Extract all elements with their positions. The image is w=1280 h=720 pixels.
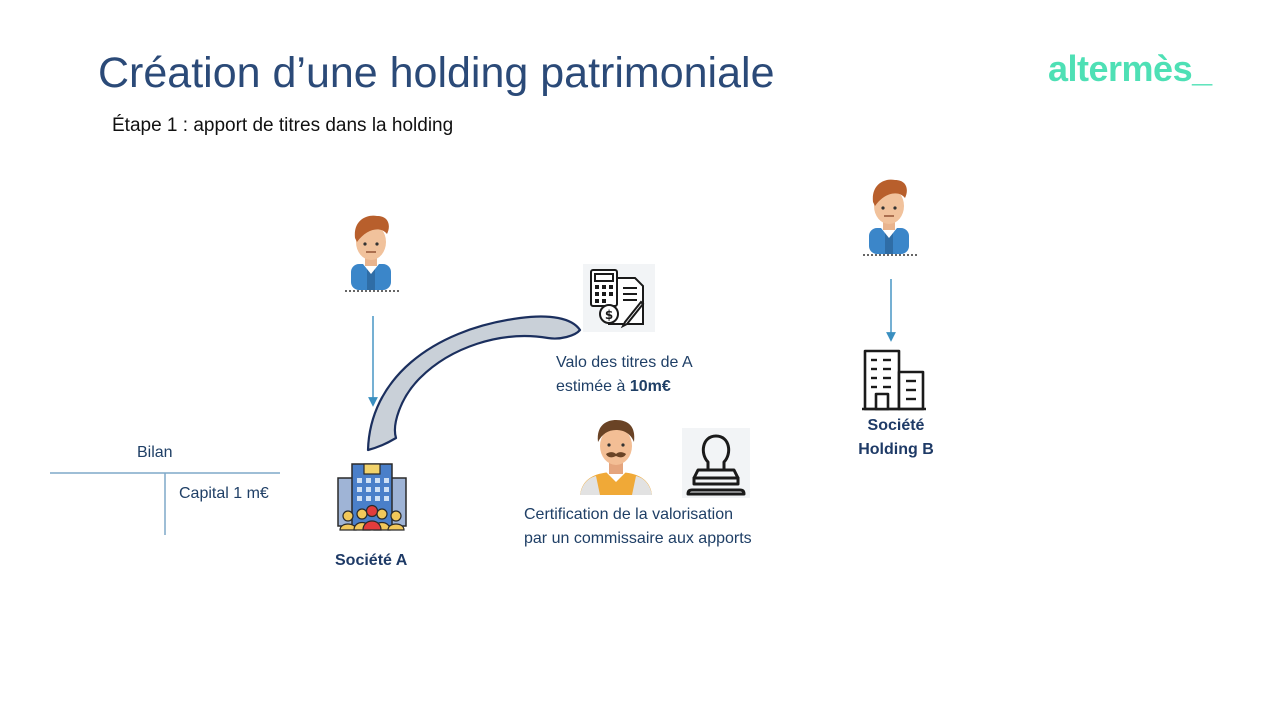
contribution-curve bbox=[366, 315, 582, 452]
altermes-logo: altermès_ bbox=[1048, 48, 1212, 89]
bilan-header: Bilan bbox=[137, 444, 173, 461]
certification-line1: Certification de la valorisation bbox=[524, 506, 733, 523]
valuation-text: Valo des titres de A estimée à 10m€ bbox=[556, 351, 693, 399]
man-mustache-icon bbox=[580, 420, 652, 495]
certification-text: Certification de la valorisation par un … bbox=[524, 503, 752, 551]
office-building-icon bbox=[862, 349, 926, 411]
valuation-amount: 10m€ bbox=[629, 378, 671, 395]
person-icon bbox=[345, 215, 401, 292]
company-building-people-icon bbox=[337, 463, 407, 531]
valuation-line2: estimée à 10m€ bbox=[556, 375, 693, 399]
valuation-line1: Valo des titres de A bbox=[556, 354, 693, 371]
valuation-prefix: estimée à bbox=[556, 378, 630, 395]
bilan-t-account bbox=[50, 472, 280, 535]
bilan-capital: Capital 1 m€ bbox=[179, 485, 269, 502]
page-title: Création d’une holding patrimoniale bbox=[98, 49, 775, 97]
holding-b-label-line2: Holding B bbox=[858, 441, 934, 458]
societe-a-label: Société A bbox=[335, 552, 408, 569]
stamp-icon bbox=[682, 428, 750, 498]
holding-b-label-line1: Société bbox=[867, 417, 925, 434]
certification-line2: par un commissaire aux apports bbox=[524, 530, 752, 547]
svg-text:$: $ bbox=[605, 308, 613, 322]
page-subtitle: Étape 1 : apport de titres dans la holdi… bbox=[112, 115, 454, 136]
holding-b-label: Société Holding B bbox=[846, 414, 946, 462]
person-icon bbox=[863, 179, 919, 256]
calculator-document-icon: $ bbox=[583, 264, 655, 332]
